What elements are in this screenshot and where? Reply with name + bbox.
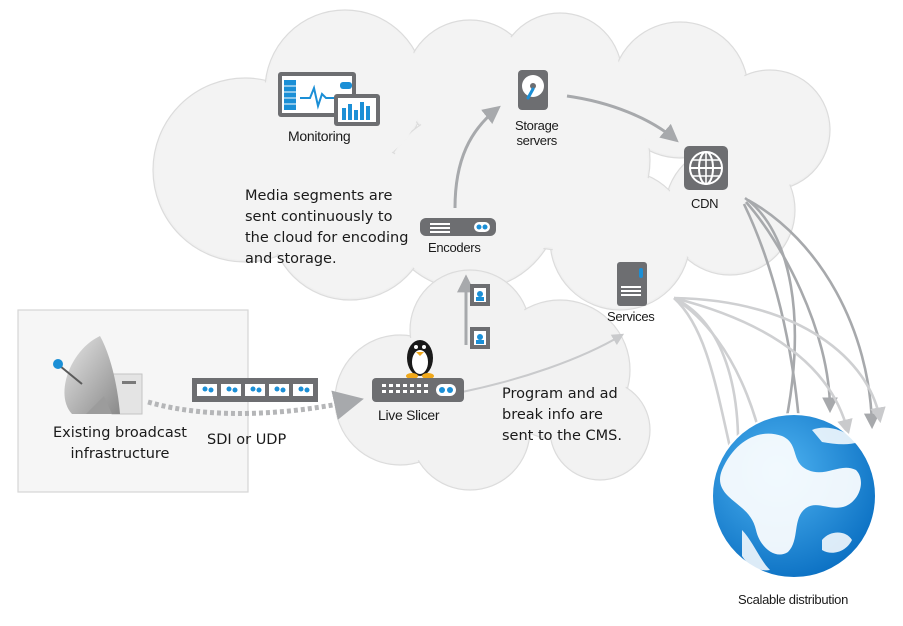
linux-penguin-icon [406,340,434,379]
note-line: break info are [502,407,603,423]
media-segments-note: Media segments are sent continuously to … [245,186,408,270]
broadcast-label-line2: infrastructure [70,446,170,462]
encoders-label: Encoders [428,240,481,255]
broadcast-infrastructure-label: Existing broadcast infrastructure [32,423,208,465]
program-info-note: Program and ad break info are sent to th… [502,384,622,447]
note-line: Program and ad [502,386,618,402]
services-server-icon [617,262,647,306]
note-line: Media segments are [245,188,393,204]
earth-globe-icon [711,413,877,579]
live-slicer-device-icon [372,378,464,402]
cdn-globe-icon [684,146,728,190]
note-line: the cloud for encoding [245,230,409,246]
note-line: sent continuously to [245,209,393,225]
services-label: Services [607,309,655,324]
film-strip-icon [192,378,318,402]
monitoring-label: Monitoring [288,128,351,144]
media-segment-icon [470,284,490,306]
broadcast-label-line1: Existing broadcast [53,425,187,441]
live-slicer-label: Live Slicer [378,407,440,423]
storage-label-line2: servers [516,133,557,148]
flow-arrows [147,94,679,420]
cdn-label: CDN [691,196,719,211]
note-line: and storage. [245,251,337,267]
storage-disk-icon [518,70,548,110]
satellite-dish-icon [53,336,143,415]
note-line: sent to the CMS. [502,428,622,444]
monitoring-dashboard-icon [278,72,380,126]
media-segment-icon [470,327,490,349]
storage-label-line1: Storage [515,118,559,133]
encoder-device-icon [420,218,496,236]
scalable-distribution-label: Scalable distribution [738,592,849,607]
storage-servers-label: Storage servers [515,118,559,148]
sdi-udp-label: SDI or UDP [207,432,287,448]
